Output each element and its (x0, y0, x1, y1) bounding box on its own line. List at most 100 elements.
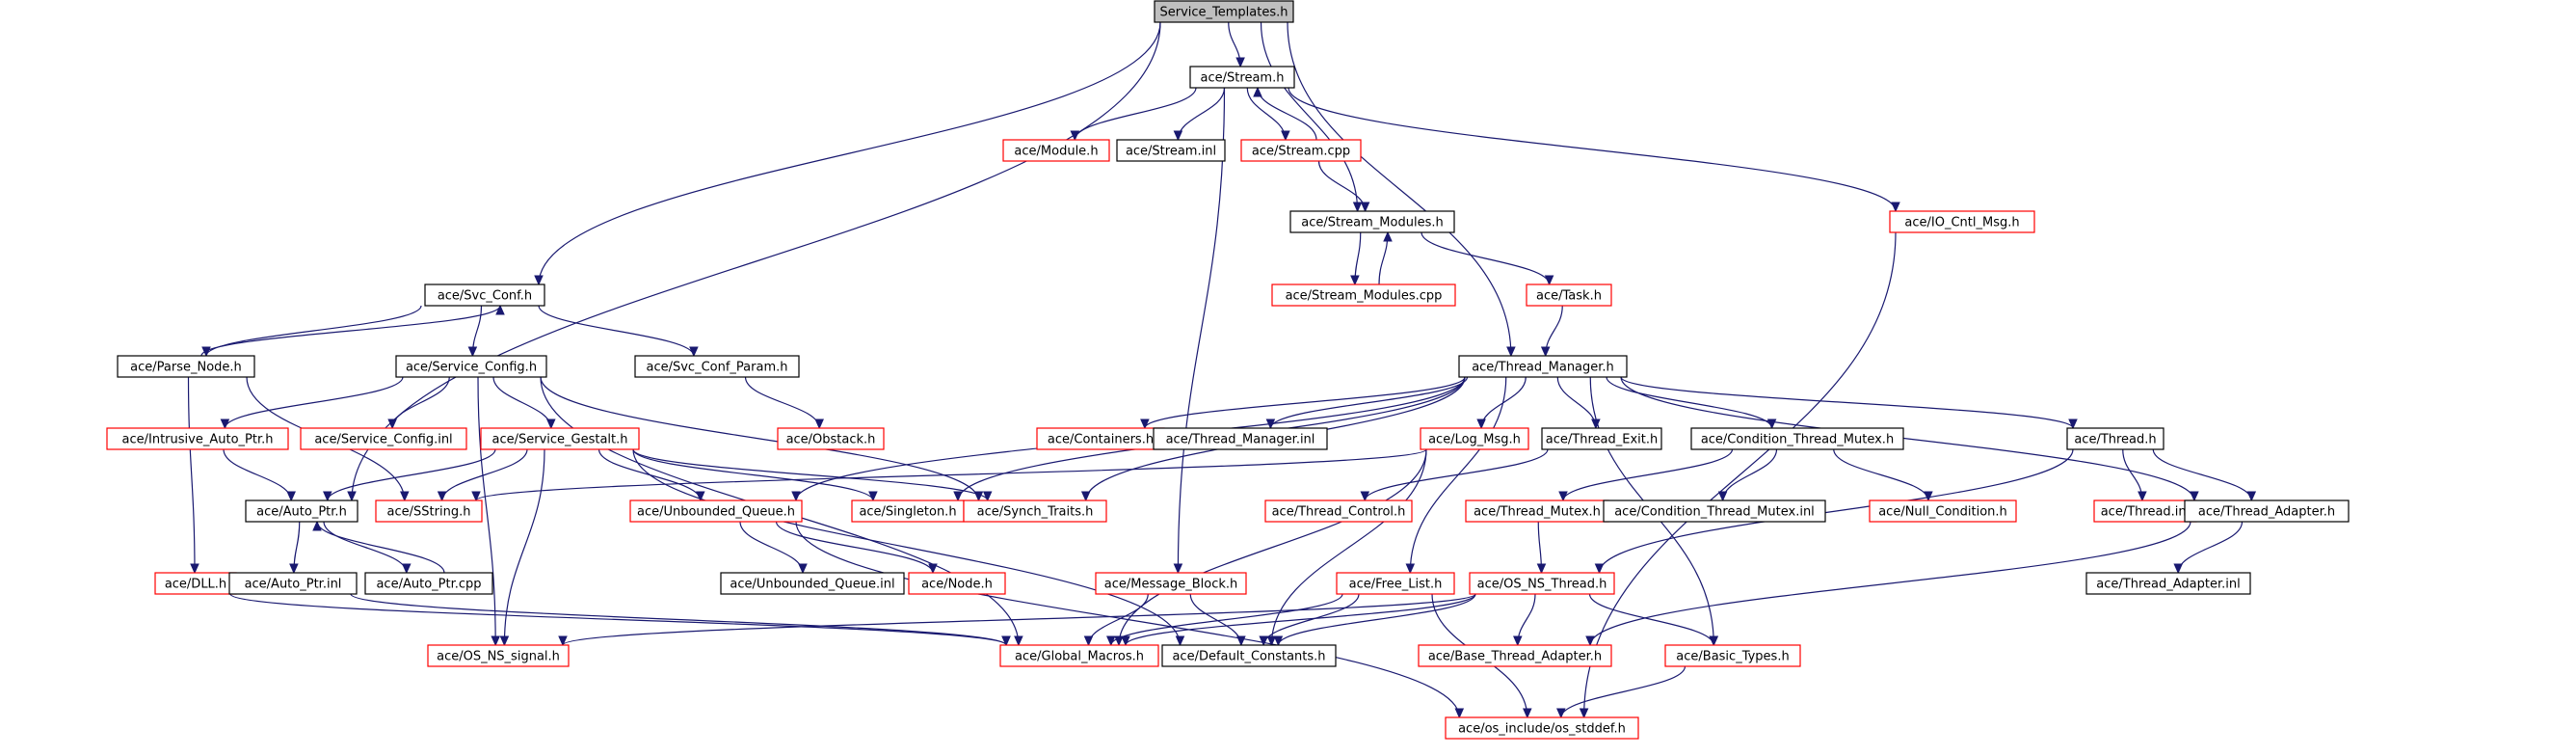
node-svc-conf-param-h[interactable]: ace/Svc_Conf_Param.h (634, 355, 800, 378)
node-singleton-h[interactable]: ace/Singleton.h (851, 500, 965, 523)
node-condition-thread-mutex-inl[interactable]: ace/Condition_Thread_Mutex.inl (1603, 500, 1826, 523)
arrowhead-free_list_h-to-default_constants_h (1259, 635, 1268, 647)
arrowhead-os_ns_thread_h-to-base_thread_adapter_h (1513, 635, 1523, 647)
arrowhead-stream_cpp-to-stream_modules_h (1360, 202, 1370, 213)
node-label: ace/Null_Condition.h (1878, 505, 2007, 520)
node-dll-h[interactable]: ace/DLL.h (154, 572, 237, 595)
arrowhead-auto_ptr_cpp-to-auto_ptr_h (312, 520, 322, 531)
arrowhead-os_ns_thread_h-to-os_ns_signal_h (558, 635, 568, 647)
node-message-block-h[interactable]: ace/Message_Block.h (1095, 572, 1247, 595)
arrowhead-auto_ptr_h-to-auto_ptr_cpp (402, 563, 412, 575)
node-basic-types-h[interactable]: ace/Basic_Types.h (1664, 644, 1801, 667)
node-svc-conf-h[interactable]: ace/Svc_Conf.h (424, 284, 545, 307)
node-thread-inl[interactable]: ace/Thread.inl (2093, 500, 2197, 523)
node-label: ace/Thread_Control.h (1272, 505, 1406, 520)
node-box (375, 500, 483, 523)
node-io-cntl-msg-h[interactable]: ace/IO_Cntl_Msg.h (1889, 210, 2035, 233)
edge-service_gestalt_h-to-default_constants_h (632, 448, 1182, 646)
edge-os_ns_thread_h-to-default_constants_h (1277, 593, 1476, 646)
node-default-constants-h[interactable]: ace/Default_Constants.h (1161, 644, 1337, 667)
edge-stream_h-to-stream_cpp (1246, 87, 1287, 141)
node-free-list-h[interactable]: ace/Free_List.h (1336, 572, 1455, 595)
node-log-msg-h[interactable]: ace/Log_Msg.h (1420, 427, 1529, 450)
node-box (1664, 644, 1801, 667)
node-thread-mutex-h[interactable]: ace/Thread_Mutex.h (1465, 500, 1609, 523)
arrowhead-parse_node_h-to-sstring_h (400, 491, 410, 502)
edge-io_cntl_msg_h-to-os_stddef_h (1583, 231, 1897, 718)
edge-stream_h-to-module_h (1074, 87, 1197, 141)
node-root[interactable]: Service_Templates.h (1154, 0, 1294, 23)
edge-service_config_h-to-intrusive_auto_ptr_h (224, 376, 404, 429)
node-box (1889, 210, 2035, 233)
edge-log_msg_h-to-sstring_h (475, 448, 1427, 501)
node-intrusive-auto-ptr-h[interactable]: ace/Intrusive_Auto_Ptr.h (106, 427, 289, 450)
node-thread-adapter-inl[interactable]: ace/Thread_Adapter.inl (2085, 572, 2251, 595)
node-stream-h[interactable]: ace/Stream.h (1189, 66, 1295, 89)
node-label: ace/Thread_Adapter.h (2198, 505, 2335, 520)
arrowhead-thread_manager_h-to-thread_h (2068, 418, 2078, 430)
node-auto-ptr-h[interactable]: ace/Auto_Ptr.h (245, 500, 359, 523)
node-service-config-h[interactable]: ace/Service_Config.h (395, 355, 547, 378)
node-thread-adapter-h[interactable]: ace/Thread_Adapter.h (2184, 500, 2350, 523)
node-stream-modules-h[interactable]: ace/Stream_Modules.h (1289, 210, 1455, 233)
node-thread-manager-h[interactable]: ace/Thread_Manager.h (1458, 355, 1628, 378)
node-stream-inl[interactable]: ace/Stream.inl (1116, 139, 1226, 162)
node-thread-control-h[interactable]: ace/Thread_Control.h (1264, 500, 1413, 523)
arrowhead-condition_thread_mutex_h-to-thread_mutex_h (1558, 491, 1568, 502)
node-thread-h[interactable]: ace/Thread.h (2066, 427, 2164, 450)
edge-stream_modules_h-to-task_h (1421, 231, 1551, 285)
node-sstring-h[interactable]: ace/SString.h (375, 500, 483, 523)
node-thread-manager-inl[interactable]: ace/Thread_Manager.inl (1153, 427, 1328, 450)
arrowhead-thread_h-to-thread_inl (2138, 491, 2147, 502)
arrowhead-thread_manager_h-to-containers_h (1140, 418, 1150, 430)
node-service-gestalt-h[interactable]: ace/Service_Gestalt.h (480, 427, 640, 450)
node-condition-thread-mutex-h[interactable]: ace/Condition_Thread_Mutex.h (1690, 427, 1904, 450)
node-auto-ptr-inl[interactable]: ace/Auto_Ptr.inl (228, 572, 358, 595)
node-label: ace/Unbounded_Queue.inl (730, 578, 894, 592)
node-global-macros-h[interactable]: ace/Global_Macros.h (999, 644, 1159, 667)
node-box (1418, 644, 1612, 667)
file-nodes: Service_Templates.h ace/Stream.h ace/Modul… (106, 0, 2350, 740)
node-service-config-inl[interactable]: ace/Service_Config.inl (300, 427, 467, 450)
node-label: ace/Service_Config.h (406, 361, 537, 375)
arrowhead-stream_h-to-io_cntl_msg_h (1891, 202, 1900, 213)
node-os-ns-thread-h[interactable]: ace/OS_NS_Thread.h (1469, 572, 1615, 595)
node-label: ace/Thread_Manager.h (1472, 361, 1614, 375)
node-containers-h[interactable]: ace/Containers.h (1036, 427, 1165, 450)
node-obstack-h[interactable]: ace/Obstack.h (777, 427, 885, 450)
node-label: ace/OS_NS_signal.h (437, 650, 560, 664)
node-label: ace/Condition_Thread_Mutex.inl (1614, 505, 1815, 520)
node-node-h[interactable]: ace/Node.h (908, 572, 1006, 595)
node-thread-exit-h[interactable]: ace/Thread_Exit.h (1541, 427, 1662, 450)
node-os-stddef-h[interactable]: ace/os_include/os_stddef.h (1445, 716, 1639, 740)
node-task-h[interactable]: ace/Task.h (1526, 284, 1612, 307)
node-label: ace/Service_Gestalt.h (491, 433, 627, 447)
arrowhead-root-to-thread_manager_h (1506, 346, 1516, 358)
arrowhead-thread_h-to-thread_adapter_h (2246, 491, 2257, 502)
edge-parse_node_h-to-svc_conf_h (200, 305, 501, 357)
node-box (2184, 500, 2350, 523)
node-stream-cpp[interactable]: ace/Stream.cpp (1240, 139, 1362, 162)
node-unbounded-queue-inl[interactable]: ace/Unbounded_Queue.inl (720, 572, 905, 595)
node-auto-ptr-cpp[interactable]: ace/Auto_Ptr.cpp (364, 572, 493, 595)
edge-unbounded_queue_h-to-unbounded_queue_inl (739, 521, 804, 574)
node-null-condition-h[interactable]: ace/Null_Condition.h (1869, 500, 2017, 523)
arrowhead-svc_conf_h-to-svc_conf_param_h (689, 346, 699, 358)
node-base-thread-adapter-h[interactable]: ace/Base_Thread_Adapter.h (1418, 644, 1612, 667)
node-unbounded-queue-h[interactable]: ace/Unbounded_Queue.h (629, 500, 803, 523)
node-parse-node-h[interactable]: ace/Parse_Node.h (117, 355, 255, 378)
node-stream-modules-cpp[interactable]: ace/Stream_Modules.cpp (1271, 284, 1456, 307)
node-module-h[interactable]: ace/Module.h (1002, 139, 1110, 162)
node-label: ace/os_include/os_stddef.h (1458, 722, 1626, 737)
arrowhead-thread_adapter_h-to-thread_adapter_inl (2173, 563, 2183, 575)
node-box (634, 355, 800, 378)
edge-service_config_h-to-os_ns_signal_h (477, 376, 496, 646)
arrowhead-svc_conf_param_h-to-obstack_h (814, 418, 824, 430)
node-os-ns-signal-h[interactable]: ace/OS_NS_signal.h (427, 644, 570, 667)
edge-service_config_h-to-service_config_inl (391, 376, 450, 429)
node-box (1469, 572, 1615, 595)
edge-service_gestalt_h-to-singleton_h (632, 448, 874, 501)
edge-free_list_h-to-default_constants_h (1262, 593, 1360, 646)
edge-dll_h-to-global_macros_h (229, 593, 1007, 646)
node-synch-traits-h[interactable]: ace/Synch_Traits.h (963, 500, 1107, 523)
